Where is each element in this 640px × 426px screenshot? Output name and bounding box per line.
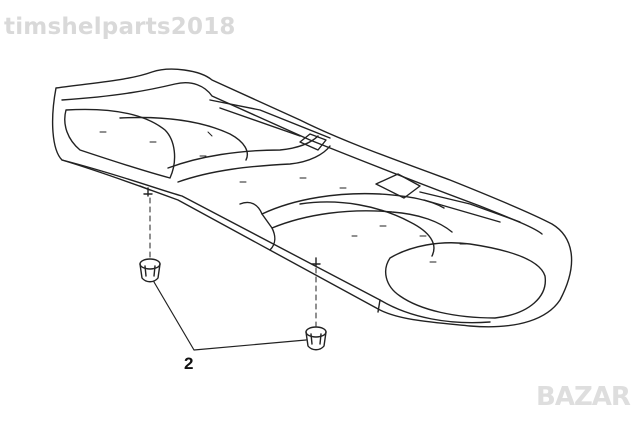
- buckle-recess: [375, 173, 421, 199]
- mount-pin-right: [311, 257, 321, 267]
- part-callout-number: 2: [184, 354, 194, 373]
- bazar-logo-watermark: BAZAR: [536, 382, 631, 412]
- cushion-outline: [51, 68, 573, 328]
- stitch-marks: [99, 131, 467, 263]
- seam-panel-b: [299, 201, 435, 257]
- left-bolster: [64, 108, 176, 179]
- callout-leader: [153, 281, 307, 351]
- watermark-text: timshelparts2018: [4, 14, 236, 40]
- seat-divider: [239, 201, 276, 251]
- right-bolster: [384, 242, 546, 319]
- seam-panel-a: [119, 116, 248, 161]
- center-seam-2: [177, 145, 331, 183]
- mount-pin-left: [143, 187, 153, 197]
- cushion-base: [61, 159, 491, 324]
- clip-part-left: [139, 258, 161, 283]
- clip-part-right: [305, 326, 327, 351]
- cushion-top-edge: [61, 82, 543, 235]
- center-seam-1: [167, 135, 319, 169]
- rear-ledge: [209, 99, 331, 139]
- center-seam-4: [271, 210, 453, 233]
